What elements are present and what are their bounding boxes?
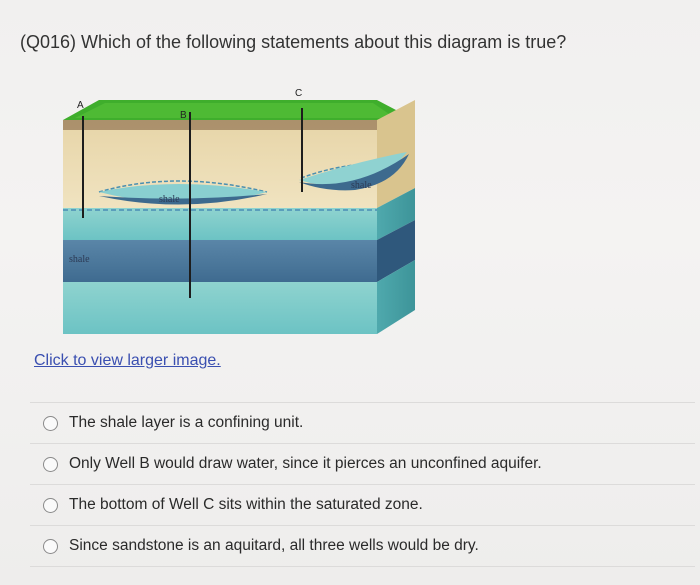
aquifer-diagram-svg: A B C shale shale shale <box>63 88 415 334</box>
answer-option-2[interactable]: Only Well B would draw water, since it p… <box>30 443 695 484</box>
side-water-lower <box>377 260 415 334</box>
question-text: (Q016) Which of the following statements… <box>20 32 567 52</box>
well-label-c: C <box>295 88 302 99</box>
answer-option-text: Only Well B would draw water, since it p… <box>69 455 542 472</box>
side-sand <box>377 100 415 208</box>
lower-aquifer <box>63 282 377 334</box>
shale-lens-right <box>299 152 407 187</box>
side-shale <box>377 220 415 282</box>
saturated-zone <box>63 208 377 240</box>
shale-layer <box>63 240 377 282</box>
well-label-b: B <box>180 110 187 121</box>
grass-texture <box>75 103 395 118</box>
soil-band <box>63 120 377 130</box>
view-larger-image-link[interactable]: Click to view larger image. <box>34 352 221 369</box>
answer-option-text: Since sandstone is an aquitard, all thre… <box>69 537 479 554</box>
side-water-upper <box>377 188 415 240</box>
answer-option-text: The shale layer is a confining unit. <box>69 414 304 431</box>
answer-options: The shale layer is a confining unit. Onl… <box>30 402 695 567</box>
radio-button-icon[interactable] <box>43 497 58 513</box>
radio-button-icon[interactable] <box>43 456 58 472</box>
answer-option-3[interactable]: The bottom of Well C sits within the sat… <box>30 484 695 525</box>
well-label-a: A <box>77 100 84 111</box>
perched-water-table-center <box>98 180 268 193</box>
answer-option-4[interactable]: Since sandstone is an aquitard, all thre… <box>30 525 695 567</box>
shale-label-center: shale <box>159 194 180 205</box>
answer-option-1[interactable]: The shale layer is a confining unit. <box>30 402 695 443</box>
aquifer-diagram[interactable]: A B C shale shale shale <box>55 88 425 338</box>
shale-lens-right-bottom <box>299 154 409 191</box>
perched-water-table-right <box>300 163 386 179</box>
answer-option-text: The bottom of Well C sits within the sat… <box>69 496 423 513</box>
radio-button-icon[interactable] <box>43 538 58 554</box>
shale-label-layer: shale <box>69 254 90 265</box>
radio-button-icon[interactable] <box>43 415 58 431</box>
shale-lens-center-bottom <box>99 194 267 205</box>
shale-label-right: shale <box>351 180 372 191</box>
